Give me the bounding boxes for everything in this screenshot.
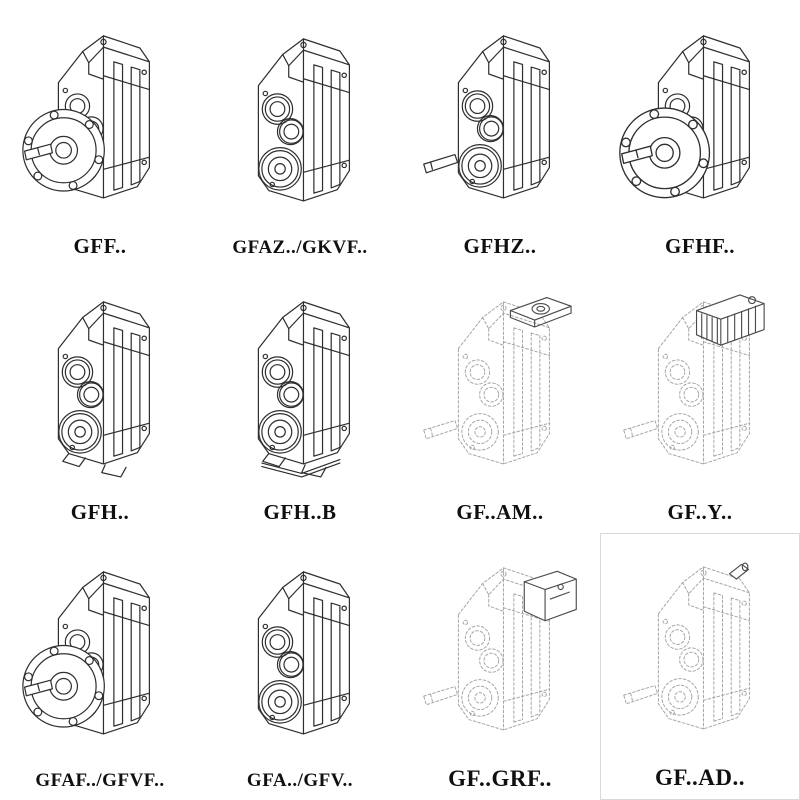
model-label: GF..GRF.. xyxy=(448,765,552,791)
catalog-cell-gf-ad: GF..AD.. xyxy=(600,533,800,800)
model-label: GF..AM.. xyxy=(456,500,544,525)
catalog-cell-gfhf: GFHF.. xyxy=(600,0,800,267)
adapter-housing-gearbox-drawing xyxy=(423,567,577,731)
model-label: GFA../GFV.. xyxy=(246,769,354,791)
model-label: GF..Y.. xyxy=(667,500,733,525)
catalog-cell-gfaz-gkvf: GFAZ../GKVF.. xyxy=(200,0,400,267)
model-label: GF..AD.. xyxy=(654,764,746,790)
hollow-shaft-gearbox-drawing xyxy=(423,34,551,199)
model-label: GFH.. xyxy=(70,500,130,525)
motor-mounted-gearbox-drawing xyxy=(623,294,765,465)
catalog-cell-gfa-gfv: GFA../GFV.. xyxy=(200,533,400,800)
catalog-cell-gf-y: GF..Y.. xyxy=(600,267,800,534)
shaft-mounted-gearbox-drawing xyxy=(257,37,351,202)
model-label: GFF.. xyxy=(73,233,127,258)
input-shaft-adapter-gearbox-drawing xyxy=(623,562,750,730)
catalog-cell-gfh: GFH.. xyxy=(0,267,200,534)
foot-mounted-base-gearbox-drawing xyxy=(257,301,351,478)
model-label: GFHF.. xyxy=(665,233,735,258)
model-label: GFH..B xyxy=(263,500,337,525)
catalog-cell-gfhz: GFHZ.. xyxy=(400,0,600,267)
flange-output-gearbox-drawing xyxy=(22,571,151,735)
flange-mounted-gearbox-drawing xyxy=(619,34,751,199)
foot-mounted-gearbox-drawing xyxy=(57,301,151,478)
model-label: GFAF../GFVF.. xyxy=(35,769,165,791)
catalog-cell-gf-am: GF..AM.. xyxy=(400,267,600,534)
catalog-cell-gfh-b: GFH..B xyxy=(200,267,400,534)
catalog-cell-gf-grf: GF..GRF.. xyxy=(400,533,600,800)
flange-output-gearbox-drawing xyxy=(22,34,151,199)
shaft-mounted-gearbox-drawing xyxy=(257,571,351,735)
model-label: GFHZ.. xyxy=(463,233,537,258)
catalog-cell-gff: GFF.. xyxy=(0,0,200,267)
iec-adapter-flange-gearbox-drawing xyxy=(423,297,572,465)
catalog-cell-gfaf-gfvf: GFAF../GFVF.. xyxy=(0,533,200,800)
model-label: GFAZ../GKVF.. xyxy=(232,236,368,258)
